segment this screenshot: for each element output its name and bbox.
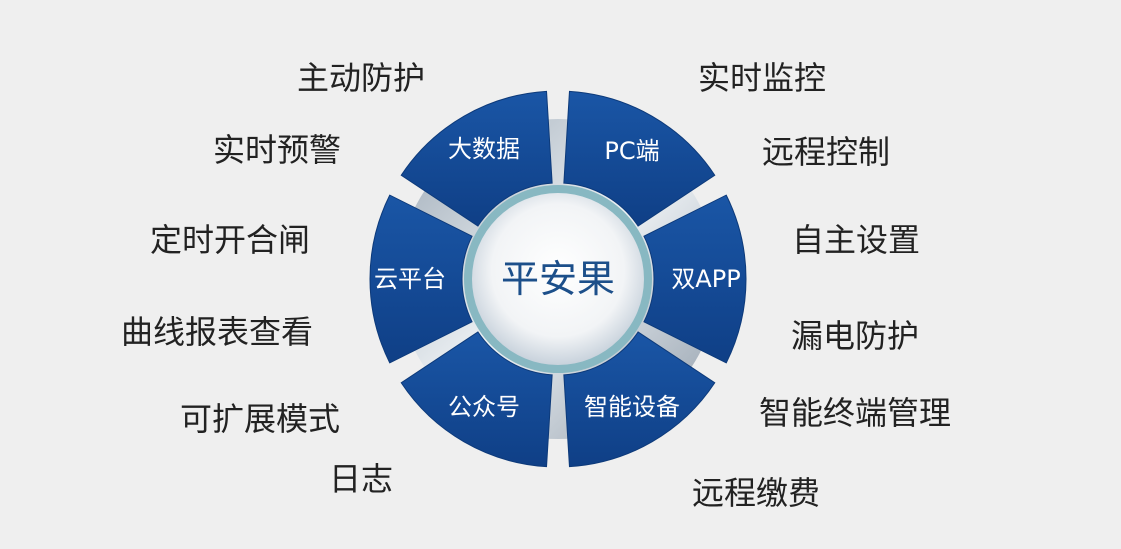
right-feature-4: 智能终端管理 <box>759 394 952 432</box>
segment-label-dual-app: 双APP <box>671 265 740 293</box>
center-hub <box>472 193 644 365</box>
right-feature-2: 自主设置 <box>792 221 921 259</box>
left-feature-4: 可扩展模式 <box>180 400 341 438</box>
right-feature-0: 实时监控 <box>698 59 827 97</box>
left-feature-0: 主动防护 <box>297 59 426 97</box>
center-title: 平安果 <box>501 257 615 301</box>
right-feature-3: 漏电防护 <box>791 317 920 355</box>
right-feature-5: 远程缴费 <box>692 474 821 512</box>
segment-label-cloud: 云平台 <box>374 265 446 293</box>
right-feature-1: 远程控制 <box>762 133 891 171</box>
segment-label-pc: PC端 <box>604 137 659 165</box>
left-feature-2: 定时开合闸 <box>150 221 311 259</box>
segment-label-official-account: 公众号 <box>448 393 520 421</box>
left-feature-5: 日志 <box>329 460 394 498</box>
segment-official-account <box>400 331 553 468</box>
segment-pc <box>563 90 716 227</box>
segment-label-big-data: 大数据 <box>448 135 520 163</box>
segment-cloud <box>369 194 473 364</box>
left-feature-1: 实时预警 <box>213 131 342 169</box>
left-feature-3: 曲线报表查看 <box>121 313 314 351</box>
segment-big-data <box>400 90 553 227</box>
segment-smart-device <box>563 331 716 468</box>
segment-label-smart-device: 智能设备 <box>584 393 680 421</box>
segment-dual-app <box>643 194 747 364</box>
